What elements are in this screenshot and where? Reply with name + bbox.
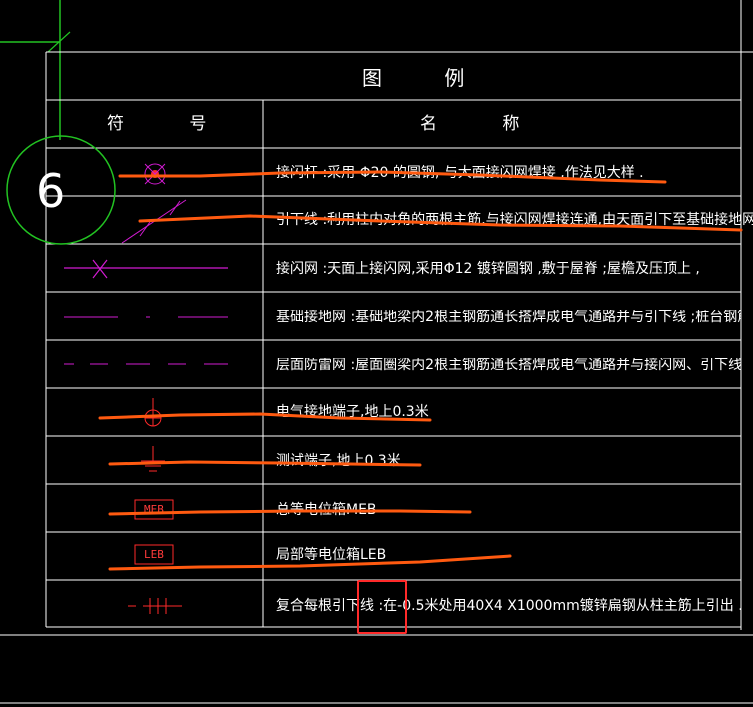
air-termination-net-icon [64, 259, 228, 279]
check-down-conductor-icon [128, 598, 182, 614]
header-name: 名 称 [420, 114, 550, 134]
header-symbol: 符 号 [107, 114, 237, 134]
earth-terminal-icon [144, 398, 162, 427]
down-conductor-icon [121, 199, 187, 244]
air-terminal-icon [144, 163, 166, 185]
row-text-leb: 局部等电位箱LEB [276, 547, 387, 563]
row-text-air-termination-net: 接闪网 :天面上接闪网,采用Φ12 镀锌圆钢 ,敷于屋脊 ;屋檐及压顶上 , [276, 261, 700, 277]
row-text-check-down-conductor: 复合每根引下线 :在-0.5米处用40X4 X1000mm镀锌扁钢从柱主筋上引出… [276, 598, 743, 614]
row-text-earth-terminal: 电气接地端子,地上0.3米 [276, 404, 429, 420]
table-horizontal-lines [46, 99, 741, 628]
row-text-down-conductor: 引下线 :利用柱内对角的两根主筋,与接闪网焊接连通,由天面引下至基础接地网 . [276, 212, 753, 228]
row-text-air-terminal: 接闪杆 :采用 Φ20 的圆钢, 与大面接闪网焊接 ,作法见大样 . [276, 165, 644, 181]
green-border-diagonal [47, 31, 71, 53]
row-text-test-terminal: 测试端子,地上0.3米 [276, 453, 401, 469]
row-text-meb: 总等电位箱MEB [276, 502, 377, 518]
leb-box-label: LEB [144, 548, 164, 561]
row-text-foundation-earth-net: 基础接地网 :基础地梁内2根主钢筋通长搭焊成电气通路并与引下线 ;桩台钢筋焊接 [276, 310, 741, 324]
legend-title: 图 例 [362, 66, 493, 90]
meb-box-label: MEB [144, 503, 164, 516]
detail-circle [6, 135, 116, 245]
detail-circle-label: 6 [36, 164, 66, 218]
row-text-floor-lightning-net: 层面防雷网 :屋面圈梁内2根主钢筋通长搭焊成电气通路并与接闪网、引下线钢筋焊 [276, 358, 741, 372]
test-terminal-icon [141, 446, 165, 472]
